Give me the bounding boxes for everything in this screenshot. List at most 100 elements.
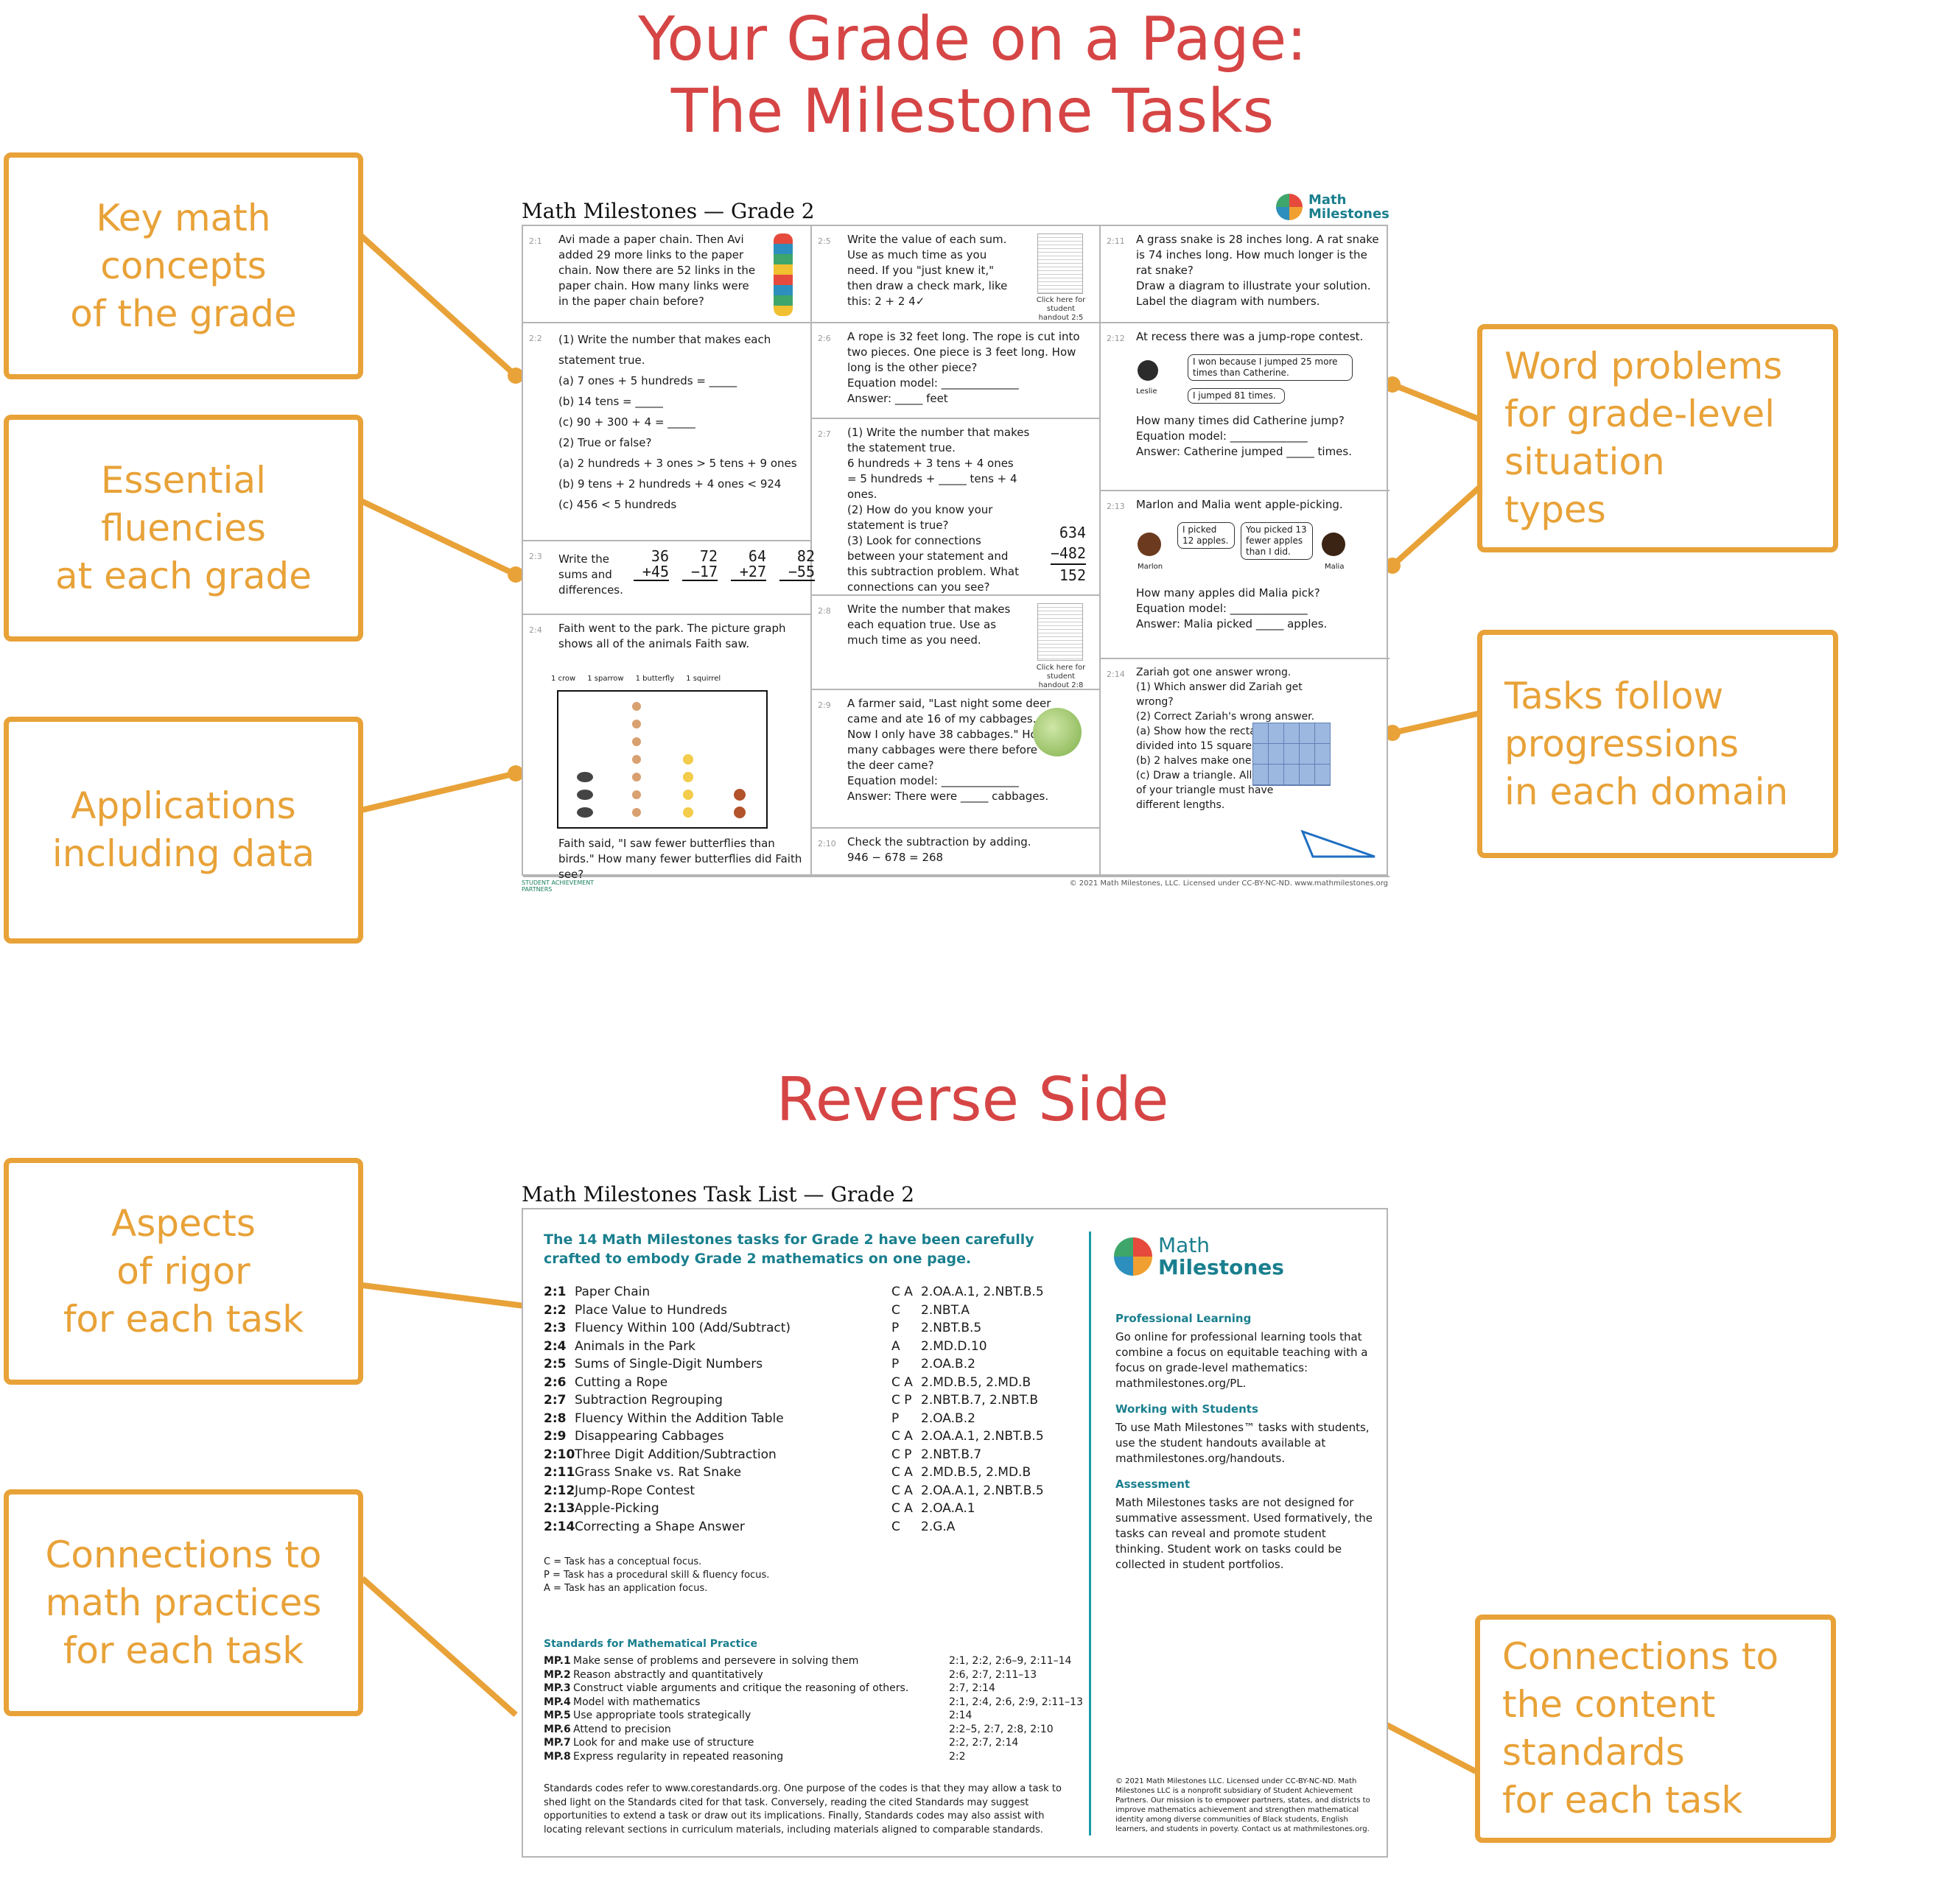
connector-dot	[508, 566, 524, 583]
crow-icon	[577, 807, 593, 818]
task-standards: 2.MD.D.10	[921, 1338, 987, 1354]
mp-id: MP.5	[544, 1710, 571, 1721]
task-standards: 2.NBT.B.7, 2.NBT.B	[921, 1393, 1039, 1408]
task-card-2-4: 2:4 Faith went to the park. The picture …	[523, 615, 812, 881]
task-id: 2:2	[544, 1302, 567, 1318]
paper-chain-image	[774, 233, 793, 316]
task-list-intro: The 14 Math Milestones tasks for Grade 2…	[544, 1232, 1034, 1267]
task-id: 2:1	[544, 1285, 567, 1299]
triangle-drawing	[1300, 829, 1375, 858]
speech-bubble: I won because I jumped 25 more times tha…	[1188, 354, 1353, 381]
task-id: 2:12	[544, 1483, 575, 1498]
task-aspects: P	[891, 1321, 900, 1335]
callout-practices: Connections to math practices for each t…	[4, 1489, 363, 1716]
sidebar-info: Professional Learning Go online for prof…	[1115, 1312, 1373, 1571]
task-name: Disappearing Cabbages	[575, 1429, 724, 1444]
mp-id: MP.4	[544, 1696, 571, 1708]
sparrow-icon	[632, 790, 641, 799]
connector-applications	[360, 770, 516, 813]
front-footer: © 2021 Math Milestones, LLC. Licensed un…	[1069, 879, 1388, 888]
task-name: Cutting a Rope	[575, 1374, 668, 1390]
standards-note: Standards codes refer to www.corestandar…	[544, 1783, 1062, 1836]
callout-key-concepts: Key math concepts of the grade	[4, 152, 363, 379]
task-standards: 2.OA.A.1, 2.NBT.B.5	[921, 1429, 1044, 1444]
task-standards: 2.NBT.A	[921, 1302, 970, 1318]
handout-link-2-8[interactable]: Click here for student handout 2:8	[1036, 664, 1086, 689]
task-aspects: C	[891, 1302, 900, 1318]
mp-name: Look for and make use of structure	[573, 1737, 754, 1749]
task-card-2-1: 2:1 Avi made a paper chain. Then Avi add…	[523, 226, 812, 323]
task-name: Three Digit Addition/Subtraction	[575, 1447, 777, 1462]
task-standards: 2.OA.B.2	[921, 1357, 975, 1371]
sparrow-icon	[632, 737, 641, 746]
callout-fluencies: Essential fluencies at each grade	[4, 415, 363, 642]
reverse-sheet-title: Math Milestones Task List — Grade 2	[522, 1182, 915, 1206]
task-card-2-8: 2:8 Write the number that makes each equ…	[812, 596, 1101, 690]
task-card-2-2: 2:2 (1) Write the number that makes each…	[523, 323, 812, 541]
task-id: 2:13	[544, 1501, 575, 1516]
picture-graph-legend: 1 crow 1 sparrow 1 butterfly 1 squirrel	[551, 675, 721, 683]
callout-content-standards: Connections to the content standards for…	[1475, 1615, 1836, 1843]
task-card-2-12: 2:12 At recess there was a jump-rope con…	[1101, 323, 1389, 491]
mp-tasks: 2:1, 2:2, 2:6–9, 2:11–14	[949, 1655, 1072, 1667]
task-standards: 2.NBT.B.7	[921, 1447, 982, 1462]
task-name: Jump-Rope Contest	[575, 1483, 695, 1498]
butterfly-icon	[683, 790, 693, 800]
malia-avatar	[1322, 533, 1345, 556]
task-id: 2:11	[544, 1465, 575, 1480]
crow-icon	[577, 790, 593, 800]
task-aspects: C A	[891, 1465, 913, 1480]
reverse-sheet: The 14 Math Milestones tasks for Grade 2…	[522, 1208, 1388, 1858]
mp-id: MP.1	[544, 1655, 571, 1667]
reverse-footer: © 2021 Math Milestones LLC. Licensed und…	[1115, 1777, 1370, 1833]
speech-bubble: You picked 13 fewer apples than I did.	[1241, 522, 1313, 560]
connector-dot	[508, 765, 524, 781]
handout-link-2-5[interactable]: Click here for student handout 2:5	[1036, 296, 1086, 322]
connector-dot	[1384, 558, 1401, 574]
aspect-key: C = Task has a conceptual focus. P = Tas…	[544, 1556, 770, 1594]
butterfly-icon	[683, 807, 693, 818]
sparrow-icon	[632, 702, 641, 711]
butterfly-icon	[683, 772, 693, 782]
mp-name: Construct viable arguments and critique …	[573, 1682, 909, 1694]
task-aspects: C A	[891, 1483, 913, 1498]
callout-word-problems: Word problems for grade-level situation …	[1477, 324, 1838, 552]
connector-practices	[360, 1576, 518, 1717]
mp-id: MP.3	[544, 1682, 571, 1694]
task-name: Fluency Within the Addition Table	[575, 1411, 784, 1426]
mp-tasks: 2:14	[949, 1710, 972, 1721]
task-card-2-6: 2:6 A rope is 32 feet long. The rope is …	[812, 323, 1101, 419]
mp-id: MP.8	[544, 1750, 571, 1763]
task-card-2-13: 2:13 Marlon and Malia went apple-picking…	[1101, 491, 1389, 659]
task-card-2-5: 2:5 Write the value of each sum. Use as …	[812, 226, 1101, 323]
mp-tasks: 2:2–5, 2:7, 2:8, 2:10	[949, 1723, 1054, 1735]
math-milestones-logo-icon	[1114, 1237, 1152, 1276]
task-name: Subtraction Regrouping	[575, 1393, 723, 1408]
task-aspects: C A	[891, 1429, 913, 1444]
squirrel-icon	[734, 789, 746, 801]
rectangle-grid-image	[1252, 723, 1331, 786]
connector-fluencies	[360, 498, 517, 577]
connector-word-problems-1	[1391, 382, 1482, 423]
task-standards: 2.MD.B.5, 2.MD.B	[921, 1374, 1031, 1390]
mp-tasks: 2:2, 2:7, 2:14	[949, 1737, 1019, 1749]
task-name: Sums of Single-Digit Numbers	[575, 1357, 763, 1371]
task-card-2-14: 2:14 Zariah got one answer wrong. (1) Wh…	[1101, 659, 1389, 877]
mp-name: Reason abstractly and quantitatively	[573, 1668, 763, 1681]
task-card-2-11: 2:11 A grass snake is 28 inches long. A …	[1101, 226, 1389, 323]
mp-name: Use appropriate tools strategically	[573, 1710, 751, 1721]
front-logo: Math Milestones	[1276, 193, 1389, 221]
